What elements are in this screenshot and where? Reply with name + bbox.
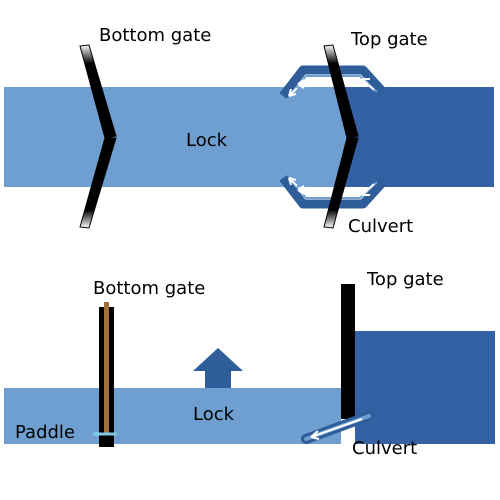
label-paddle: Paddle: [15, 422, 75, 443]
lock-chamber-water: [4, 87, 348, 187]
lock-chamber-water-side: [4, 388, 341, 444]
flow-arrow-bottom-3: [288, 177, 298, 187]
top-view: Bottom gate Top gate Lock Culvert: [4, 25, 494, 237]
side-view: Bottom gate Top gate Lock Culvert Paddle: [4, 269, 495, 459]
label-bottom-gate-top: Bottom gate: [99, 25, 211, 46]
label-bottom-gate-side: Bottom gate: [93, 278, 205, 299]
top-gate-side: [341, 284, 355, 419]
paddle-rod: [104, 302, 109, 434]
flow-arrow-top-2: [297, 79, 320, 89]
bottom-gate-top-view: [79, 44, 117, 229]
upstream-water-side: [355, 331, 495, 444]
label-lock-side: Lock: [193, 404, 235, 425]
bottom-gate-side: [93, 302, 117, 447]
culvert-pipe: [301, 411, 374, 444]
upstream-water: [344, 87, 494, 187]
flow-arrow-top-1: [361, 78, 375, 91]
flow-arrow-bottom-2: [297, 185, 320, 195]
label-top-gate-side: Top gate: [366, 269, 444, 290]
top-gate-top-view: [323, 44, 359, 229]
label-lock-top: Lock: [186, 130, 228, 151]
label-culvert-side: Culvert: [352, 438, 417, 459]
label-culvert-top: Culvert: [348, 216, 413, 237]
flow-arrow-top-3: [288, 87, 298, 97]
arrow-up-icon: [193, 348, 243, 388]
flow-arrow-bottom-1: [361, 183, 375, 196]
flow-arrow-culvert: [310, 418, 363, 440]
label-top-gate-top: Top gate: [350, 29, 428, 50]
